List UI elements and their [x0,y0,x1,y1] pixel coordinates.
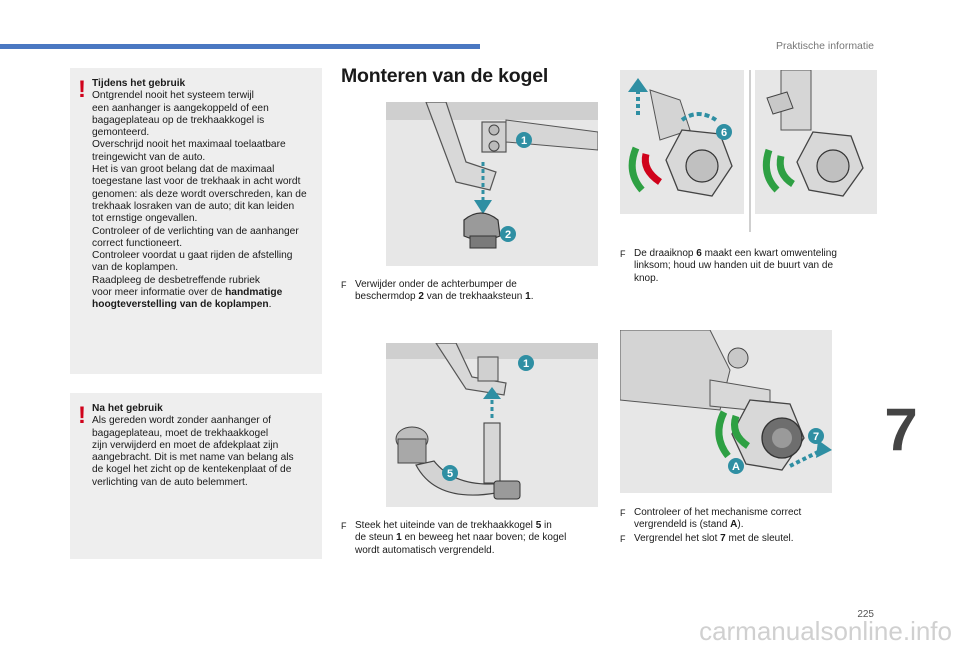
notice-line: Als gereden wordt zonder aanhanger of [92,415,271,427]
notice-line: toegestane last voor de trekhaak in acht… [92,176,301,188]
page-title: Monteren van de kogel [341,65,549,87]
badge-label: 1 [523,358,529,370]
notice-box-after-use: ! Na het gebruik Als gereden wordt zonde… [70,393,322,559]
notice-line: Overschrijd nooit het maximaal toelaatba… [92,139,286,151]
caption-step-knob: F De draaiknop 6 maakt een kwart omwente… [620,248,882,285]
caption-text: Verwijder onder de achterbumper de [355,279,517,290]
illustration-lock: 7 A [620,330,832,493]
notice-line: tot ernstige ongevallen. [92,213,198,225]
caption-text: de steun [355,532,397,544]
notice-line: de kogel het zicht op de kentekenplaat o… [92,464,292,476]
bullet-marker: F [620,508,626,518]
caption-ref: 7 [720,533,726,544]
caption-text: Steek het uiteinde van de trekhaakkogel [355,520,536,531]
notice-box-usage: ! Tijdens het gebruik Ontgrendel nooit h… [70,68,322,374]
notice-line: bagageplateau, moet de trekhaakkogel [92,427,269,439]
notice-line: aangebracht. Dit is met name van belang … [92,452,294,464]
illustration-remove-cap: 1 2 [386,102,598,266]
caption-step-insert-ball: F Steek het uiteinde van de trekhaakkoge… [341,520,603,557]
caption-step-lock: F Vergrendel het slot 7 met de sleutel. [620,533,882,545]
notice-line: Controleer voordat u gaat rijden de afst… [92,250,293,262]
caption-text: vergrendeld is (stand [634,519,731,531]
notice-line: Controleer of de verlichting van de aanh… [92,225,299,237]
notice-bold: hoogteverstelling van de koplampen [92,299,269,311]
notice-text: Tijdens het gebruik Ontgrendel nooit het… [92,78,320,312]
caption-step-check: F Controleer of het mechanisme correct v… [620,507,882,532]
header-accent-bar [0,44,480,49]
badge-label: 7 [813,431,819,443]
caption-ref: 2 [418,291,424,303]
bullet-marker: F [341,280,347,290]
caption-ref: 5 [535,520,542,531]
caption-text: knop. [634,272,659,284]
illustration-knob-turned [755,70,877,214]
badge-label: 2 [505,229,511,241]
caption-text: met de sleutel. [725,533,794,544]
notice-line: treingewicht van de auto. [92,151,206,163]
notice-title: Tijdens het gebruik [92,78,186,89]
caption-ref: 1 [396,532,402,544]
bullet-marker: F [620,534,626,544]
illustration-knob-rotation: 6 [620,70,744,214]
caption-text: en beweeg het naar boven; de kogel [401,532,567,544]
caption-text: maakt een kwart omwenteling [701,248,837,259]
notice-line: van de koplampen. [92,262,179,274]
notice-line: trekhaak losraken van de auto; dit kan l… [92,200,295,212]
illustration-insert-ball: 1 5 [386,343,598,507]
chapter-number: 7 [884,396,918,463]
notice-line: zijn verwijderd en moet de afdekplaat zi… [92,439,279,451]
notice-text: Na het gebruik Als gereden wordt zonder … [92,403,320,489]
caption-text: beschermdop [355,291,419,303]
watermark: carmanualsonline.info [699,616,952,646]
bullet-marker: F [620,249,626,259]
notice-line: Ontgrendel nooit het systeem terwijl [92,90,254,102]
caption-text: linksom; houd uw handen uit de buurt van… [634,260,834,272]
caption-text: Controleer of het mechanisme correct [634,507,802,518]
warning-icon: ! [78,402,86,429]
caption-step-remove-cap: F Verwijder onder de achterbumper de bes… [341,279,591,304]
notice-line: Raadpleeg de desbetreffende rubriek [92,274,261,286]
notice-line: genomen: als deze wordt overschreden, ka… [92,188,307,200]
caption-ref: 6 [696,248,702,259]
caption-ref: A [730,519,738,531]
caption-text: Vergrendel het slot [634,533,721,544]
notice-line: correct functioneert. [92,237,183,249]
notice-line: verlichting van de auto belemmert. [92,476,248,488]
badge-label: A [732,461,740,473]
badge-label: 1 [521,135,527,147]
notice-line: voor meer informatie over de [92,287,226,299]
caption-text: in [541,520,552,531]
warning-icon: ! [78,76,86,103]
section-label: Praktische informatie [775,40,874,52]
notice-title: Na het gebruik [92,403,163,414]
notice-suffix: . [268,299,272,311]
notice-line: gemonteerd. [92,127,150,139]
caption-text: van de trekhaaksteun [423,291,526,303]
notice-line: een aanhanger is aangekoppeld of een [92,102,269,114]
badge-label: 5 [447,468,453,480]
illustration-divider [749,70,751,232]
notice-bold: handmatige [225,287,283,299]
caption-text: wordt automatisch vergrendeld. [355,544,495,556]
caption-text: De draaiknop [634,248,697,259]
notice-line: bagageplateau op de trekhaakkogel is [92,114,265,126]
caption-text: ). [737,519,744,531]
page-number: 225 [857,609,874,620]
notice-line: Het is van groot belang dat de maximaal [92,164,275,176]
bullet-marker: F [341,521,347,531]
caption-text: . [530,291,534,303]
badge-label: 6 [721,127,727,139]
caption-ref: 1 [525,291,531,303]
